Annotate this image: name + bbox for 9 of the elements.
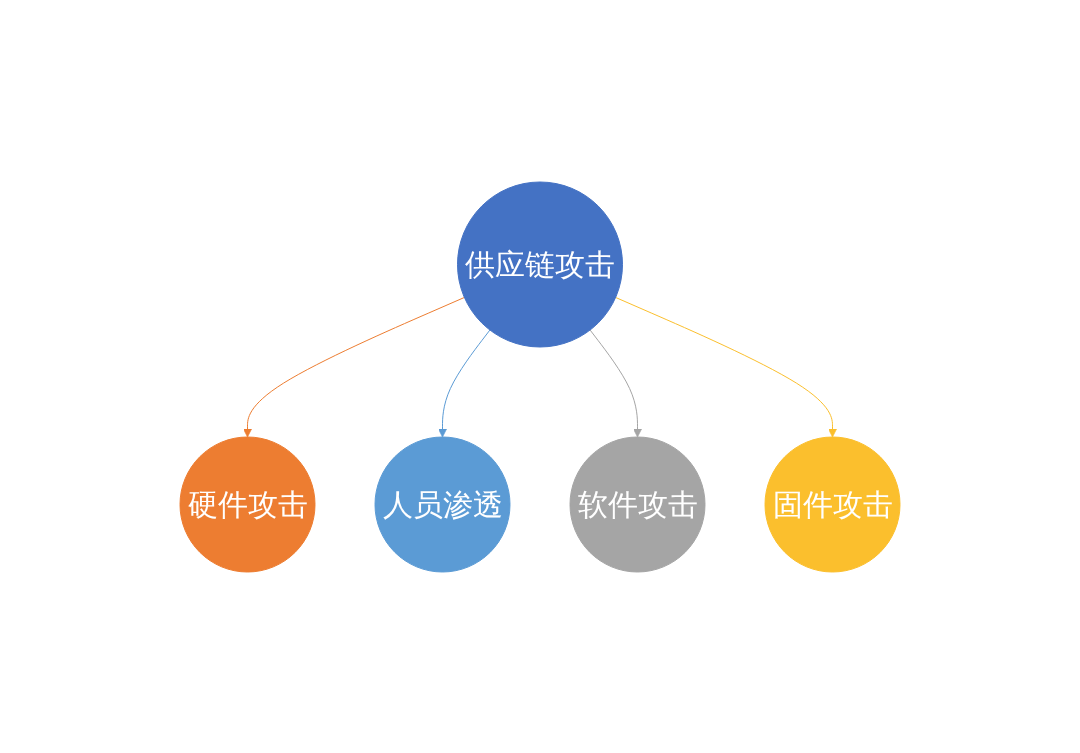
node-circle: 固件攻击 [764, 436, 901, 572]
node-circle: 软件攻击 [569, 436, 706, 572]
node-circle: 供应链攻击 [457, 181, 623, 347]
arrow [589, 329, 642, 437]
node-circle: 硬件攻击 [179, 436, 316, 572]
arrow [243, 296, 465, 437]
arrow [438, 329, 491, 437]
arrow [615, 296, 837, 437]
node-circle: 人员渗透 [374, 436, 511, 572]
